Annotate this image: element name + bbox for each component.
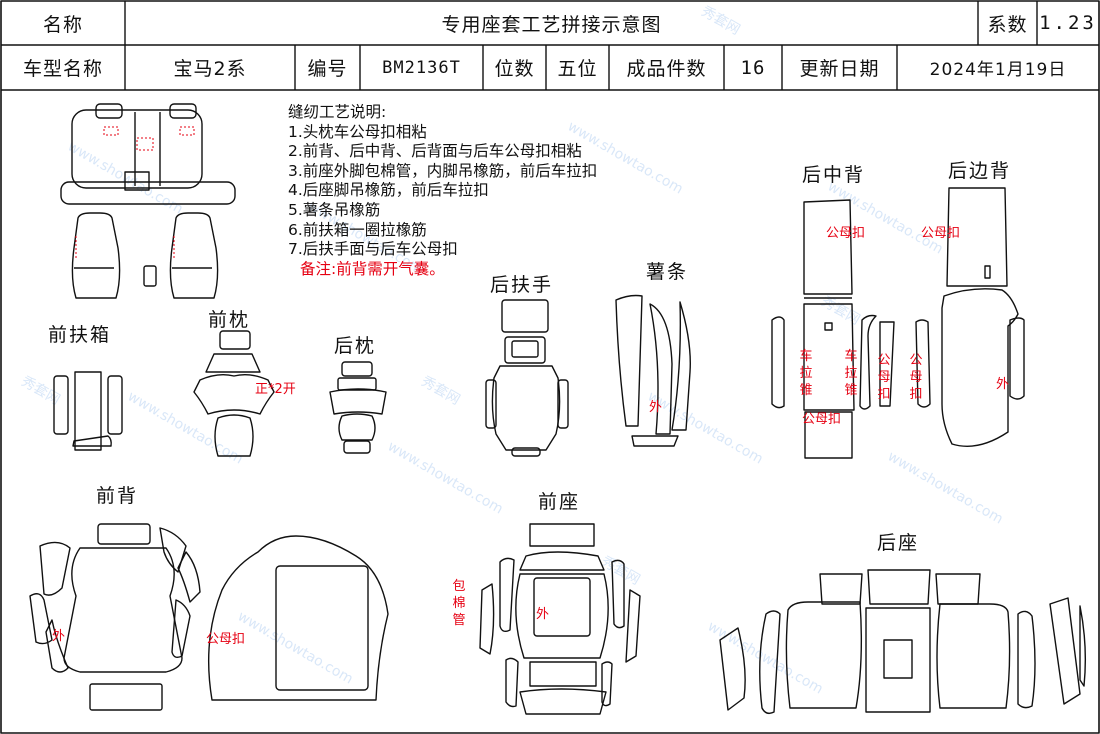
- overview-rear-bench: [60, 103, 236, 205]
- notes-item: 5.薯条吊橡筋: [288, 200, 381, 219]
- annotation-pillow-cut: 正*2开: [255, 382, 296, 397]
- label-front-back: 前背: [96, 485, 139, 507]
- front-back-pieces: [29, 523, 389, 711]
- label-fries: 薯条: [646, 261, 689, 283]
- annotation-snap: 公母扣: [921, 226, 961, 241]
- annotation-snap: 公母扣: [802, 412, 842, 427]
- annotation-snap-vertical: 公母扣: [909, 353, 923, 402]
- notes-title: 缝纫工艺说明:: [288, 103, 387, 121]
- header-model-value: 宝马2系: [173, 58, 247, 80]
- annotation-snap: 公母扣: [206, 632, 246, 647]
- header-date-label: 更新日期: [799, 58, 880, 80]
- notes-remark: 备注:前背需开气囊。: [300, 259, 445, 278]
- label-front-pillow: 前枕: [208, 309, 251, 331]
- annotation-cotton-tube: 包棉管: [452, 579, 466, 628]
- notes-item: 2.前背、后中背、后背面与后车公母扣相粘: [288, 142, 582, 161]
- front-armrest-pieces: [53, 371, 123, 451]
- rear-armrest-pieces: [485, 299, 569, 457]
- rear-pillow-pieces: [329, 361, 387, 454]
- label-front-seat: 前座: [538, 491, 581, 513]
- header-model-label: 车型名称: [22, 58, 103, 80]
- annotation-zipper: 车拉锥: [844, 349, 858, 398]
- overview-front-seats: [71, 212, 219, 299]
- notes-item: 4.后座脚吊橡筋，前后车拉扣: [288, 181, 489, 200]
- rear-seat-pieces: [719, 569, 1087, 715]
- header-pieces-value: 16: [740, 56, 766, 79]
- notes-item: 6.前扶箱一圈拉橡筋: [288, 220, 427, 239]
- rear-side-back-pieces: [941, 187, 1025, 447]
- page-title: 专用座套工艺拼接示意图: [441, 13, 662, 36]
- notes-item: 3.前座外脚包棉管，内脚吊橡筋，前后车拉扣: [288, 161, 598, 180]
- fries-pieces: [615, 294, 691, 447]
- label-rear-seat: 后座: [877, 532, 920, 554]
- label-rear-side-back: 后边背: [948, 160, 1012, 182]
- header-name-label: 名称: [42, 13, 83, 36]
- annotation-outer: 外: [52, 629, 66, 644]
- annotation-outer: 外: [649, 400, 663, 415]
- header-code-value: BM2136T: [382, 57, 461, 78]
- header-coef-value: 1.23: [1039, 12, 1097, 34]
- label-front-armrest: 前扶箱: [48, 324, 112, 346]
- header-code-label: 编号: [307, 58, 348, 80]
- rear-middle-back-pieces: [771, 199, 931, 459]
- header-seats-value: 五位: [557, 58, 598, 80]
- annotation-outer: 外: [996, 377, 1010, 392]
- annotation-zipper: 车拉锥: [799, 349, 813, 398]
- front-seat-pieces: [479, 523, 641, 715]
- header-date-value: 2024年1月19日: [929, 60, 1067, 80]
- annotation-outer: 外: [536, 607, 550, 622]
- label-rear-pillow: 后枕: [334, 335, 377, 357]
- label-rear-middle-back: 后中背: [802, 164, 866, 186]
- annotation-snap-vertical: 公母扣: [877, 353, 891, 402]
- notes-item: 7.后扶手面与后车公母扣: [288, 240, 458, 259]
- notes-item: 1.头枕车公母扣相粘: [288, 122, 427, 141]
- header-pieces-label: 成品件数: [626, 58, 707, 80]
- header-coef-label: 系数: [987, 13, 1028, 36]
- sewing-notes: 缝纫工艺说明: 1.头枕车公母扣相粘 2.前背、后中背、后背面与后车公母扣相粘 …: [288, 103, 597, 279]
- label-rear-armrest: 后扶手: [490, 274, 554, 296]
- header-seats-label: 位数: [494, 58, 535, 80]
- annotation-snap: 公母扣: [826, 226, 866, 241]
- front-pillow-pieces: [193, 330, 275, 457]
